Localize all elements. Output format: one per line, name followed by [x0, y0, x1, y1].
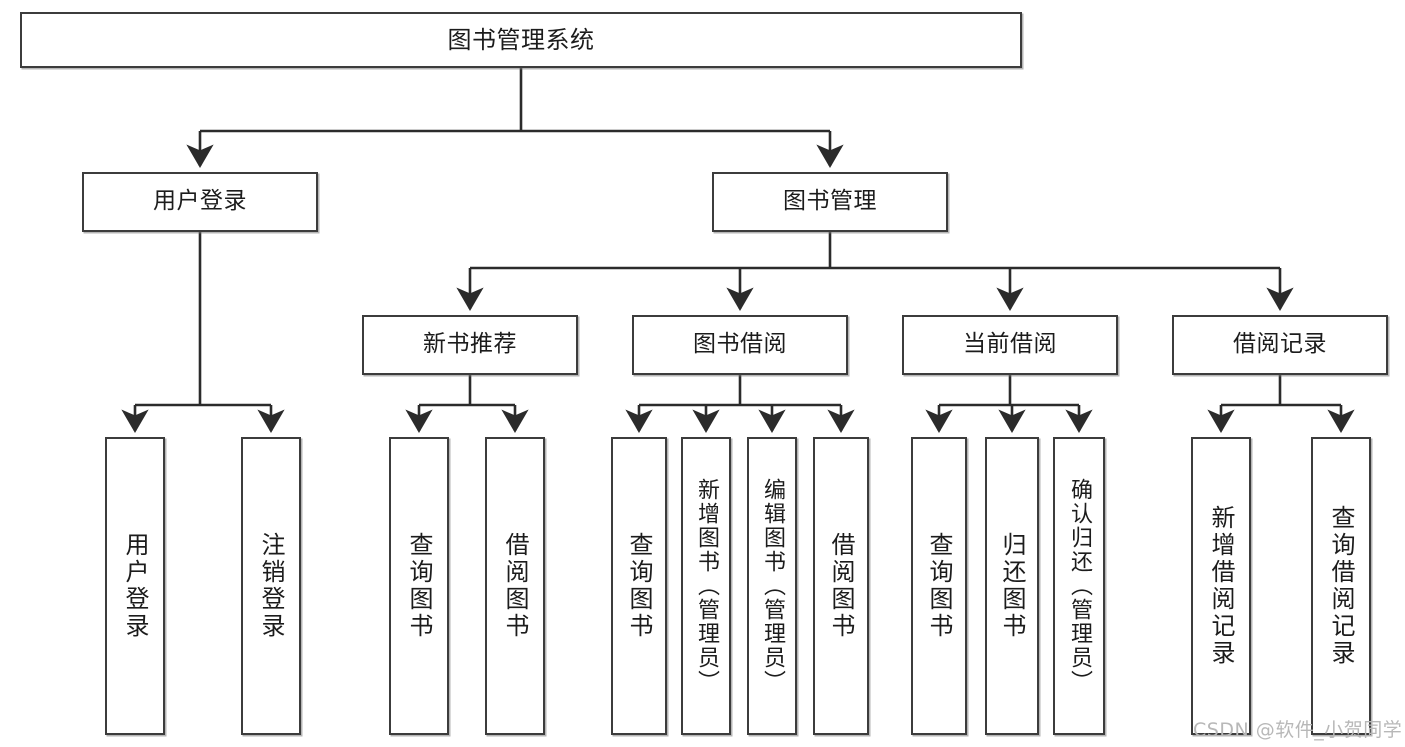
node-leaf-borrow-book-1[interactable]: 借阅图书	[485, 437, 545, 735]
node-new-book-recommend[interactable]: 新书推荐	[362, 315, 578, 375]
node-book-borrow[interactable]: 图书借阅	[632, 315, 848, 375]
node-leaf-add-book-label: 新增图书（管理员）	[694, 478, 719, 694]
node-leaf-query-book-3-label: 查询图书	[925, 532, 953, 640]
node-leaf-query-record-label: 查询借阅记录	[1327, 505, 1355, 667]
node-borrow-record[interactable]: 借阅记录	[1172, 315, 1388, 375]
node-root-label: 图书管理系统	[447, 25, 595, 54]
node-book-borrow-label: 图书借阅	[693, 331, 787, 358]
node-leaf-borrow-book-1-label: 借阅图书	[501, 532, 529, 640]
node-leaf-add-record[interactable]: 新增借阅记录	[1191, 437, 1251, 735]
node-book-manage[interactable]: 图书管理	[712, 172, 948, 232]
node-leaf-logout[interactable]: 注销登录	[241, 437, 301, 735]
node-leaf-query-record[interactable]: 查询借阅记录	[1311, 437, 1371, 735]
node-current-borrow-label: 当前借阅	[963, 331, 1057, 358]
node-leaf-borrow-book-2[interactable]: 借阅图书	[813, 437, 869, 735]
node-leaf-confirm-return-label: 确认归还（管理员）	[1067, 478, 1092, 694]
node-user-login-label: 用户登录	[153, 188, 247, 215]
node-leaf-edit-book[interactable]: 编辑图书（管理员）	[747, 437, 797, 735]
node-leaf-confirm-return[interactable]: 确认归还（管理员）	[1053, 437, 1105, 735]
node-root[interactable]: 图书管理系统	[20, 12, 1022, 68]
node-new-book-recommend-label: 新书推荐	[423, 331, 517, 358]
csdn-watermark: CSDN @软件_小贺同学	[1193, 719, 1403, 741]
node-leaf-query-book-1-label: 查询图书	[405, 532, 433, 640]
node-book-manage-label: 图书管理	[783, 188, 877, 215]
node-leaf-user-login-label: 用户登录	[121, 532, 149, 640]
node-leaf-return-book[interactable]: 归还图书	[985, 437, 1039, 735]
node-leaf-query-book-2-label: 查询图书	[625, 532, 653, 640]
node-leaf-add-book[interactable]: 新增图书（管理员）	[681, 437, 731, 735]
node-leaf-borrow-book-2-label: 借阅图书	[827, 532, 855, 640]
node-leaf-logout-label: 注销登录	[257, 532, 285, 640]
node-user-login[interactable]: 用户登录	[82, 172, 318, 232]
node-current-borrow[interactable]: 当前借阅	[902, 315, 1118, 375]
node-leaf-query-book-2[interactable]: 查询图书	[611, 437, 667, 735]
node-leaf-add-record-label: 新增借阅记录	[1207, 505, 1235, 667]
node-leaf-query-book-1[interactable]: 查询图书	[389, 437, 449, 735]
node-leaf-return-book-label: 归还图书	[998, 532, 1026, 640]
node-leaf-query-book-3[interactable]: 查询图书	[911, 437, 967, 735]
node-leaf-user-login[interactable]: 用户登录	[105, 437, 165, 735]
node-borrow-record-label: 借阅记录	[1233, 331, 1327, 358]
node-leaf-edit-book-label: 编辑图书（管理员）	[760, 478, 785, 694]
